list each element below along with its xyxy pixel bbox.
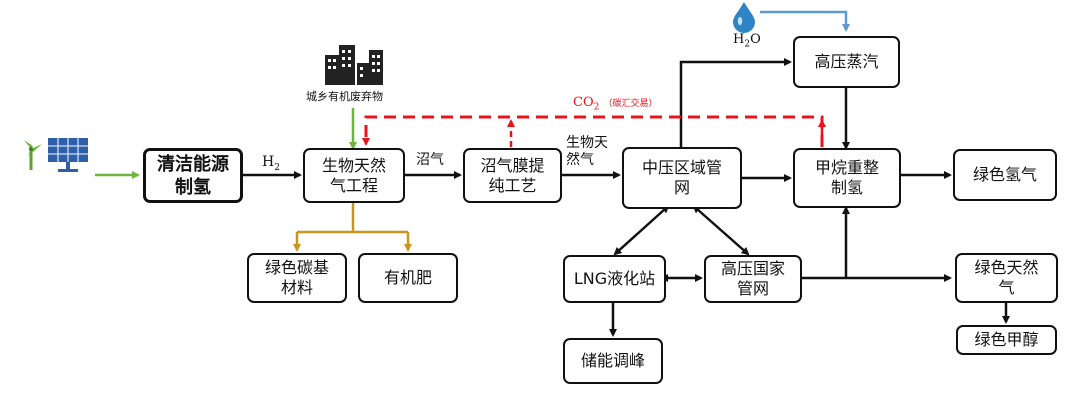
label-co2: CO2 （碳汇交易） <box>573 95 658 113</box>
node-green-ng: 绿色天然 气 <box>955 253 1058 303</box>
node-lng-station: LNG液化站 <box>563 255 666 303</box>
arrow-mid-lng <box>613 204 670 256</box>
node-national-grid: 高压国家 管网 <box>704 255 802 303</box>
label-biogas: 沼气 <box>416 152 444 168</box>
node-mid-pressure-grid: 中压区域管 网 <box>622 147 742 209</box>
node-fertilizer: 有机肥 <box>358 253 458 303</box>
node-green-h2: 绿色氢气 <box>953 149 1057 201</box>
label-waste: 城乡有机废弃物 <box>306 90 383 103</box>
arrow-mid-grid <box>692 205 750 256</box>
node-storage-peak: 储能调峰 <box>563 338 663 384</box>
arrow-mid-to-steam <box>679 58 792 147</box>
node-biogas-purify: 沼气膜提 纯工艺 <box>463 148 562 203</box>
solar-panel-icon <box>48 138 88 172</box>
label-h2: H2 <box>262 154 280 173</box>
node-clean-h2: 清洁能源 制氢 <box>143 148 243 203</box>
arrow-water-to-steam <box>760 10 850 32</box>
label-water: H2O <box>733 32 761 50</box>
buildings-icon <box>325 45 383 85</box>
label-bio-ng: 生物天 然气 <box>566 135 608 168</box>
node-green-methanol: 绿色甲醇 <box>956 325 1057 355</box>
node-methane-reform: 甲烷重整 制氢 <box>793 148 901 208</box>
wind-turbine-icon <box>24 140 42 170</box>
co2-dashed-line <box>362 115 824 147</box>
node-green-carbon: 绿色碳基 材料 <box>247 253 347 303</box>
node-hp-steam: 高压蒸汽 <box>793 36 900 88</box>
water-drop-icon <box>733 2 755 33</box>
node-bio-gas-project: 生物天然 气工程 <box>303 148 405 203</box>
